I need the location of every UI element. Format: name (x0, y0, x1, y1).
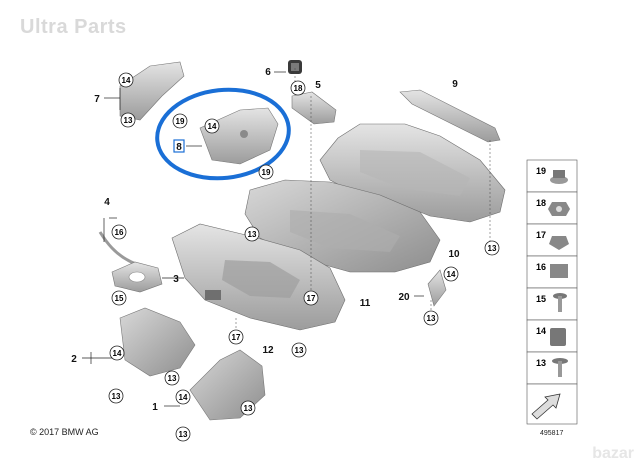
callout-14-part2[interactable]: 14 (109, 345, 125, 361)
legend-row-16[interactable]: 16 (526, 255, 578, 289)
label-part-10[interactable]: 10 (448, 249, 460, 260)
highlight-outline (155, 87, 291, 181)
callout-15-part3[interactable]: 15 (111, 290, 127, 306)
svg-text:19: 19 (536, 166, 546, 176)
leader-lines (82, 71, 424, 407)
label-part-4[interactable]: 4 (104, 197, 110, 208)
legend-row-14[interactable]: 14 (526, 319, 578, 353)
legend-row-arrow (526, 383, 578, 425)
guide-lines (235, 68, 491, 330)
svg-text:13: 13 (124, 116, 133, 125)
legend-row-15[interactable]: 15 (526, 287, 578, 321)
svg-text:13: 13 (488, 244, 497, 253)
svg-text:8: 8 (176, 142, 182, 153)
svg-text:14: 14 (113, 349, 122, 358)
label-part-6[interactable]: 6 (265, 67, 271, 78)
callout-17-part12[interactable]: 17 (228, 329, 244, 345)
part-9-strip (399, 89, 501, 143)
legend-row-18[interactable]: 18 (526, 191, 578, 225)
label-part-8-box[interactable]: 8 (173, 139, 185, 153)
callout-16-part4[interactable]: 16 (111, 224, 127, 240)
legend-row-19[interactable]: 19 (526, 159, 578, 193)
callout-13-part1a[interactable]: 13 (240, 400, 256, 416)
callout-13-part7[interactable]: 13 (120, 112, 136, 128)
svg-text:13: 13 (295, 346, 304, 355)
diagram-number: 495817 (540, 430, 564, 437)
callout-13-part2b[interactable]: 13 (164, 370, 180, 386)
svg-text:14: 14 (179, 393, 188, 402)
svg-text:16: 16 (536, 262, 546, 272)
svg-text:14: 14 (447, 270, 456, 279)
callout-14-part7[interactable]: 14 (118, 72, 134, 88)
svg-text:13: 13 (536, 358, 546, 368)
label-part-3[interactable]: 3 (173, 274, 179, 285)
label-part-2[interactable]: 2 (71, 354, 77, 365)
svg-text:13: 13 (244, 404, 253, 413)
callout-13-part1b[interactable]: 13 (175, 426, 191, 442)
callout-13-part11[interactable]: 13 (244, 226, 260, 242)
label-part-5[interactable]: 5 (315, 80, 321, 91)
expanding-rivet-icon (550, 328, 566, 346)
callout-14-part20[interactable]: 14 (443, 266, 459, 282)
orientation-arrow-icon (531, 393, 561, 420)
part-20-small-bracket (427, 269, 447, 307)
svg-text:16: 16 (115, 228, 124, 237)
svg-text:18: 18 (536, 198, 546, 208)
watermark: Ultra Parts (20, 16, 127, 38)
self-tapping-screw-icon (552, 358, 568, 377)
callout-13-part10[interactable]: 13 (484, 240, 500, 256)
svg-text:13: 13 (427, 314, 436, 323)
svg-text:19: 19 (176, 117, 185, 126)
part-2-wheel-arch-shield (119, 307, 196, 377)
svg-text:15: 15 (536, 294, 546, 304)
callout-13-part12[interactable]: 13 (291, 342, 307, 358)
label-part-12[interactable]: 12 (262, 345, 274, 356)
part-8-cover (199, 107, 279, 165)
svg-text:14: 14 (208, 122, 217, 131)
svg-text:13: 13 (168, 374, 177, 383)
part-4-hose (98, 231, 137, 266)
callout-14-part1[interactable]: 14 (175, 389, 191, 405)
svg-text:14: 14 (536, 326, 546, 336)
svg-text:18: 18 (294, 84, 303, 93)
part-5-bracket (291, 91, 337, 125)
label-part-7[interactable]: 7 (94, 94, 100, 105)
callout-13-part20[interactable]: 13 (423, 310, 439, 326)
svg-text:19: 19 (262, 168, 271, 177)
part-3-ring-bracket (111, 261, 163, 293)
label-part-1[interactable]: 1 (152, 402, 158, 413)
part-7-bracket (119, 61, 185, 121)
label-part-9[interactable]: 9 (452, 79, 458, 90)
svg-text:13: 13 (248, 230, 257, 239)
clip-nut-icon (550, 264, 568, 278)
svg-text:17: 17 (536, 230, 546, 240)
svg-text:13: 13 (179, 430, 188, 439)
callout-19-part8a[interactable]: 19 (172, 113, 188, 129)
copyright: © 2017 BMW AG (30, 427, 99, 437)
part-10-rear-underbody-panel (319, 123, 506, 223)
svg-text:14: 14 (122, 76, 131, 85)
callout-17-part11[interactable]: 17 (303, 290, 319, 306)
part-12-front-underbody-shield (171, 223, 346, 331)
fastener-legend: 19 18 17 16 15 (526, 159, 578, 425)
label-part-20[interactable]: 20 (398, 292, 410, 303)
label-part-11[interactable]: 11 (360, 298, 371, 309)
legend-row-13[interactable]: 13 (526, 351, 578, 385)
svg-text:17: 17 (307, 294, 316, 303)
callout-14-part8[interactable]: 14 (204, 118, 220, 134)
svg-text:17: 17 (232, 333, 241, 342)
callout-19-part8b[interactable]: 19 (258, 164, 274, 180)
part-6-clip (288, 60, 302, 74)
svg-text:15: 15 (115, 294, 124, 303)
watermark-corner: bazar (592, 445, 634, 462)
legend-row-17[interactable]: 17 (526, 223, 578, 257)
callout-13-part2a[interactable]: 13 (108, 388, 124, 404)
screw-icon (553, 293, 567, 312)
svg-text:13: 13 (112, 392, 121, 401)
speed-nut-icon (549, 236, 569, 250)
callout-18-part6[interactable]: 18 (290, 80, 306, 96)
